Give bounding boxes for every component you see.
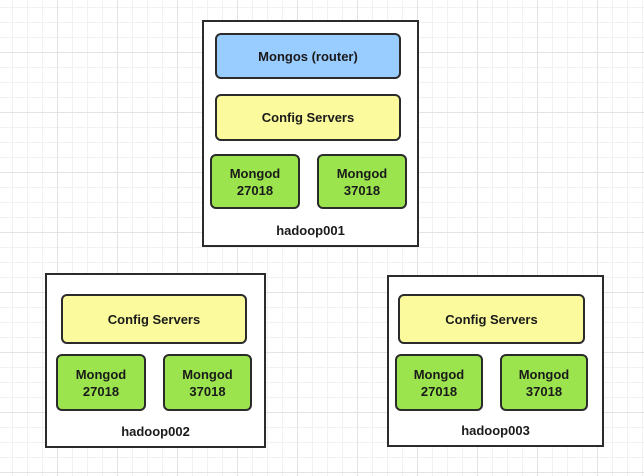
mongod-27018-node: Mongod 27018 xyxy=(56,354,146,411)
mongod-37018-node: Mongod 37018 xyxy=(500,354,588,411)
host-label: hadoop003 xyxy=(461,423,530,438)
mongod-27018-node: Mongod 27018 xyxy=(210,154,300,209)
host-label: hadoop002 xyxy=(121,424,190,439)
mongod-37018-node: Mongod 37018 xyxy=(163,354,252,411)
config-servers-node: Config Servers xyxy=(398,294,585,344)
mongos-router-node: Mongos (router) xyxy=(215,33,401,79)
host-hadoop002: Config Servers Mongod 27018 Mongod 37018… xyxy=(45,273,266,448)
config-servers-node: Config Servers xyxy=(215,94,401,141)
host-hadoop001: Mongos (router) Config Servers Mongod 27… xyxy=(202,20,419,247)
host-label: hadoop001 xyxy=(276,223,345,238)
mongod-37018-node: Mongod 37018 xyxy=(317,154,407,209)
mongod-27018-node: Mongod 27018 xyxy=(395,354,483,411)
config-servers-node: Config Servers xyxy=(61,294,247,344)
host-hadoop003: Config Servers Mongod 27018 Mongod 37018… xyxy=(387,275,604,447)
